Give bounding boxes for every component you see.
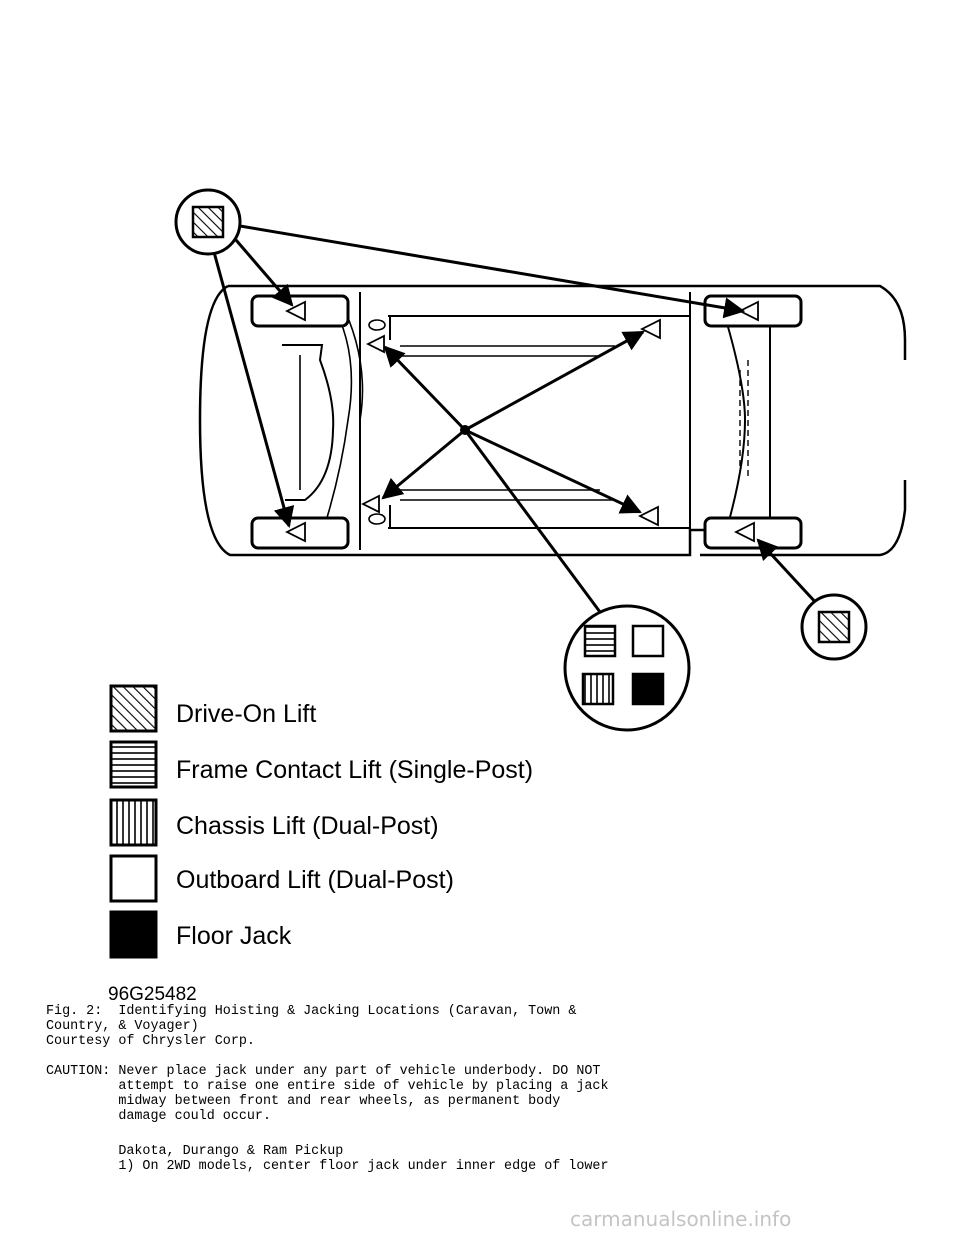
callout-lines	[212, 224, 820, 613]
callout-hub	[460, 425, 470, 435]
caution-line-2: attempt to raise one entire side of vehi…	[46, 1079, 609, 1094]
caution-line-1: CAUTION: Never place jack under any part…	[46, 1064, 601, 1079]
section-heading: Dakota, Durango & Ram Pickup	[46, 1144, 344, 1159]
drive-on-callout-front	[174, 188, 242, 256]
figure-code: 96G25482	[108, 984, 197, 1005]
caption-line-1: Fig. 2: Identifying Hoisting & Jacking L…	[46, 1004, 577, 1019]
legend-chassis: Chassis Lift (Dual-Post)	[176, 812, 439, 840]
caution-line-3: midway between front and rear wheels, as…	[46, 1094, 561, 1109]
swatch-floor-jack	[109, 910, 158, 959]
legend-swatches	[109, 684, 158, 959]
swatch-chassis	[109, 798, 158, 847]
caution-line-4: damage could occur.	[46, 1109, 271, 1124]
multi-lift-callout	[563, 604, 691, 732]
vehicle-underbody	[198, 284, 907, 557]
drive-on-callout-rear	[800, 593, 868, 661]
watermark: carmanualsonline.info	[570, 1207, 792, 1231]
caption-line-2: Country, & Voyager)	[46, 1019, 199, 1034]
swatch-outboard	[109, 854, 158, 903]
caption-line-3: Courtesy of Chrysler Corp.	[46, 1034, 255, 1049]
legend-outboard: Outboard Lift (Dual-Post)	[176, 866, 454, 894]
legend-frame-contact: Frame Contact Lift (Single-Post)	[176, 756, 534, 784]
lift-points-diagram	[109, 188, 907, 959]
swatch-frame-contact	[109, 740, 158, 789]
lift-point-markers	[284, 300, 759, 543]
swatch-drive-on	[109, 684, 158, 733]
legend-drive-on: Drive-On Lift	[176, 700, 317, 728]
legend-floor-jack: Floor Jack	[176, 922, 292, 950]
wheel-pads	[250, 294, 803, 550]
section-step-1: 1) On 2WD models, center floor jack unde…	[46, 1159, 609, 1174]
